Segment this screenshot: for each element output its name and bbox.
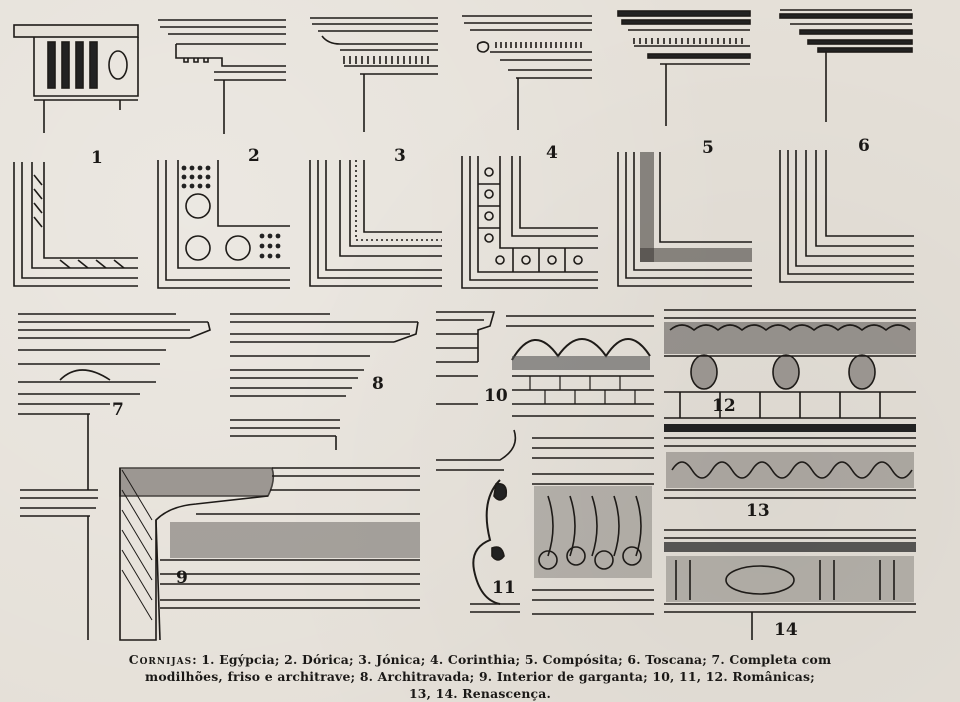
figure-number-10: 10 xyxy=(484,386,508,406)
cornice-7-complete xyxy=(18,313,211,640)
cornice-14-renaissance xyxy=(664,529,916,640)
plan-3-ionic xyxy=(309,160,442,287)
figure-number-7: 7 xyxy=(112,400,124,420)
plan-6-tuscan xyxy=(779,150,914,283)
figure-number-11: 11 xyxy=(492,578,516,598)
figure-number-13: 13 xyxy=(746,501,770,521)
cornice-4-corinthian-profile xyxy=(462,15,592,130)
figure-number-1: 1 xyxy=(91,148,103,168)
cornice-6-tuscan-profile xyxy=(779,9,913,122)
cornice-9-cove xyxy=(119,467,420,641)
figure-number-9: 9 xyxy=(176,568,188,588)
cornice-13-renaissance xyxy=(664,424,916,499)
cornice-5-composite-profile xyxy=(617,10,751,126)
cornice-2-doric-profile xyxy=(158,19,286,134)
caption-line-3: 13, 14. Renascença. xyxy=(408,686,552,701)
cornice-10-romanesque xyxy=(436,311,654,417)
cornice-11-romanesque xyxy=(436,429,654,615)
cornice-1-egyptian-profile xyxy=(13,24,139,133)
cornice-12-romanesque xyxy=(664,309,916,419)
plan-2-doric xyxy=(157,160,290,289)
figure-number-8: 8 xyxy=(372,374,384,394)
plan-4-corinthian xyxy=(461,156,598,289)
caption-line-1: : 1. Egýpcia; 2. Dórica; 3. Jónica; 4. C… xyxy=(192,652,832,667)
figure-number-5: 5 xyxy=(702,138,714,158)
cornice-8-architraved xyxy=(230,313,419,450)
caption-heading: Cornijas xyxy=(128,652,193,667)
figure-number-6: 6 xyxy=(858,136,870,156)
figure-number-4: 4 xyxy=(546,143,558,163)
figure-number-12: 12 xyxy=(712,396,736,416)
figure-number-14: 14 xyxy=(774,620,798,640)
caption-line-2: modilhões, friso e architrave; 8. Archit… xyxy=(145,669,815,684)
figure-number-3: 3 xyxy=(394,146,406,166)
figure-number-2: 2 xyxy=(248,146,260,166)
plate-caption: Cornijas: 1. Egýpcia; 2. Dórica; 3. Jóni… xyxy=(30,651,930,702)
plan-1-egyptian xyxy=(13,162,138,287)
plan-5-composite xyxy=(617,152,752,287)
cornice-3-ionic-profile xyxy=(310,17,438,132)
